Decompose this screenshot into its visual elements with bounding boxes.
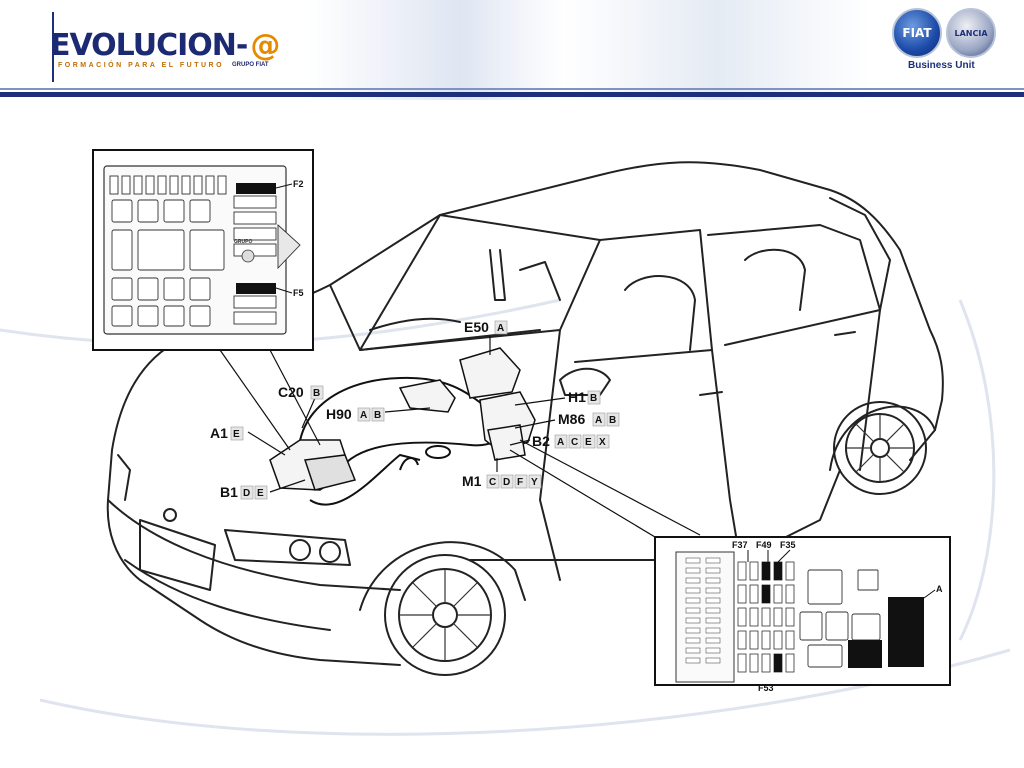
fuse-f5-highlight: [236, 283, 276, 294]
callout-letter: C: [489, 477, 496, 488]
lancia-logo-icon: LANCIA: [946, 8, 996, 58]
fuse-row-top: [109, 175, 227, 195]
callout-code: B2: [532, 433, 550, 449]
callout-code: M86: [558, 411, 585, 427]
relay-label-a: A: [936, 584, 943, 594]
fuse-label-f49: F49: [756, 540, 772, 550]
lancia-badge-text: LANCIA: [954, 28, 988, 38]
connector-block: [675, 551, 735, 683]
dash-relays: [799, 569, 881, 668]
dash-fuse-box-inset: F37 F49 F35 F53 A: [654, 536, 951, 693]
callout-letter: B: [590, 393, 597, 404]
callout-letter: E: [585, 437, 592, 448]
callout-code: H1: [568, 389, 586, 405]
callout-h1: H1 B: [568, 389, 601, 405]
logo-divider: [52, 12, 54, 82]
fuse-f49-highlight: [762, 562, 770, 580]
callout-letter: Y: [531, 477, 538, 488]
callout-letter: F: [517, 477, 523, 488]
logo-group: GRUPO FIAT: [232, 62, 269, 68]
callout-letter: A: [557, 437, 564, 448]
evolucion-logo: EVOLUCION-@: [50, 28, 280, 63]
fuse-f35-highlight: [774, 562, 782, 580]
fuse-box-corner-tab: [277, 223, 301, 270]
callout-letter: D: [503, 477, 510, 488]
fuse-f2-highlight: [236, 183, 276, 194]
page-header: EVOLUCION-@ FORMACIÓN PARA EL FUTURO GRU…: [0, 0, 1024, 100]
callout-letter: E: [257, 488, 264, 499]
callout-e50: E50 A: [464, 319, 508, 335]
callout-a1: A1 E: [210, 425, 244, 441]
fuse-label-f37: F37: [732, 540, 748, 550]
sticker-icon: [241, 249, 255, 263]
fuse-label-f2: F2: [293, 179, 304, 189]
callout-m1: M1 C D F Y: [462, 473, 542, 489]
callout-letter: A: [595, 415, 602, 426]
fuse-label-f53: F53: [758, 683, 774, 693]
relay-grid: [111, 199, 225, 327]
callout-code: A1: [210, 425, 228, 441]
relay-c-highlight: [848, 640, 882, 668]
engine-fuse-box-inset: GRUPO F2 F5: [92, 149, 314, 351]
header-rule-thick: [0, 92, 1024, 97]
fuse-label-f5: F5: [293, 288, 304, 298]
engine-components: [269, 347, 536, 491]
car-wiring-diagram: E50 A C20 B H90 A B H1 B M86 A B A1 E B2…: [0, 149, 1011, 736]
callout-letter: E: [233, 429, 240, 440]
connector-pins: [685, 557, 721, 664]
relay-a-highlight: [888, 597, 924, 667]
fuse-f53-highlight: [774, 654, 782, 672]
fuse-label-f35: F35: [780, 540, 796, 550]
fiat-logo-icon: FIAT: [892, 8, 942, 58]
callout-b1: B1 D E: [220, 484, 268, 500]
callout-h90: H90 A B: [326, 406, 385, 422]
callout-letter: C: [571, 437, 578, 448]
callout-c20: C20 B: [278, 384, 324, 400]
fiat-badge-text: FIAT: [902, 26, 932, 40]
callout-letter: D: [243, 488, 250, 499]
callout-code: B1: [220, 484, 238, 500]
logo-main-text: EVOLUCION-: [50, 28, 248, 63]
callout-letter: A: [497, 323, 504, 334]
callout-code: H90: [326, 406, 352, 422]
fuse-slots-right: [233, 195, 277, 325]
callout-code: M1: [462, 473, 482, 489]
business-unit-label: Business Unit: [908, 60, 975, 71]
callout-code: E50: [464, 319, 489, 335]
callout-letter: X: [599, 437, 606, 448]
header-rule-thin: [0, 88, 1024, 90]
callout-letter: B: [609, 415, 616, 426]
engine-box-sticker: GRUPO: [234, 239, 252, 245]
callout-m86: M86 A B: [558, 411, 620, 427]
callout-letter: A: [360, 410, 367, 421]
callout-code: C20: [278, 384, 304, 400]
fuse-f49b-highlight: [762, 585, 770, 603]
logo-at-sign: @: [250, 28, 280, 63]
callout-letter: B: [374, 410, 381, 421]
callout-letter: B: [313, 388, 320, 399]
leader-lines: [219, 336, 701, 541]
wheel-spokes: [399, 414, 914, 661]
callout-b2: B2 A C E X: [532, 433, 610, 449]
logo-tagline: FORMACIÓN PARA EL FUTURO: [58, 62, 225, 69]
